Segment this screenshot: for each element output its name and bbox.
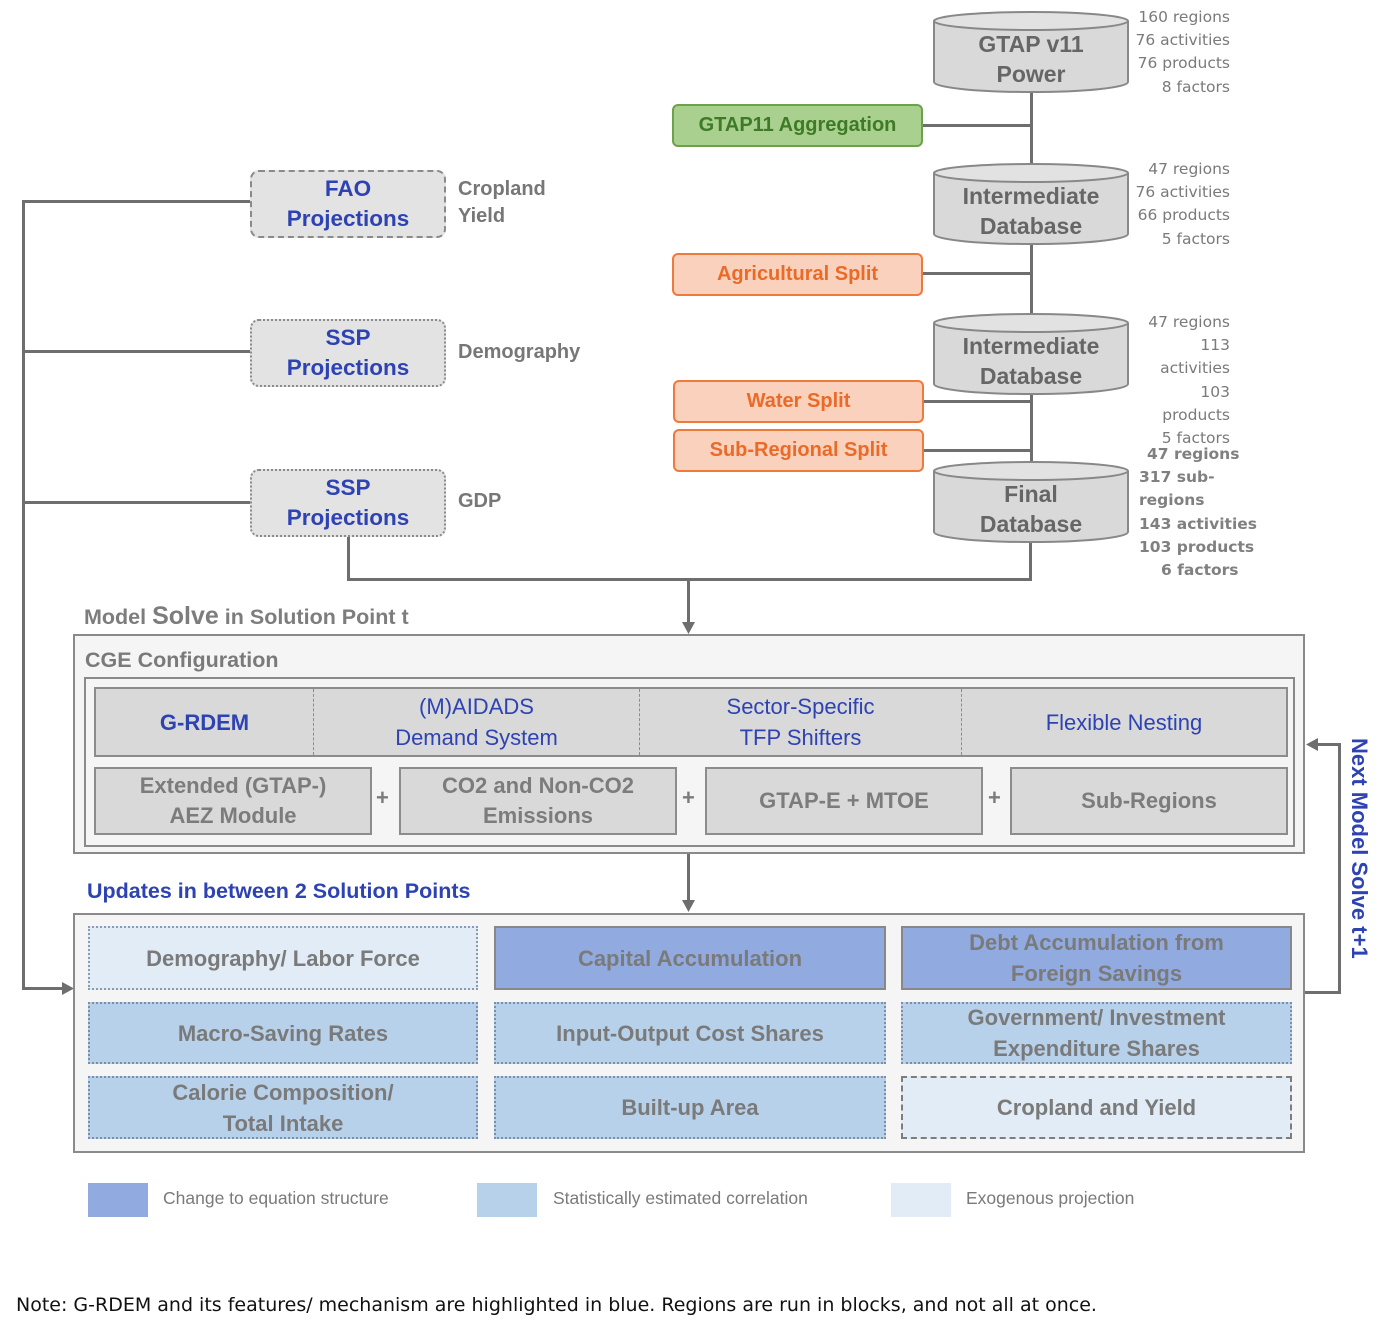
updates-title: Updates in between 2 Solution Points: [87, 879, 471, 903]
database-name-line: Intermediate: [962, 333, 1100, 359]
legend-label-statistical: Statistically estimated correlation: [553, 1188, 808, 1208]
database-stats: 47 regions 317 sub-regions 143 activitie…: [1139, 445, 1257, 580]
update-built-up-area: Built-up Area: [494, 1076, 886, 1139]
aggregation-step: GTAP11 Aggregation: [672, 104, 923, 147]
legend-label-exogenous: Exogenous projection: [966, 1188, 1135, 1208]
database-name-line: Database: [979, 511, 1083, 537]
update-macro-saving: Macro-Saving Rates: [88, 1002, 478, 1064]
updates-frame: Demography/ Labor Force Capital Accumula…: [73, 913, 1305, 1153]
agricultural-split-step: Agricultural Split: [672, 253, 923, 296]
flexible-nesting-cell: Flexible Nesting: [1045, 709, 1203, 735]
model-solve-title: Model Solve in Solution Point t: [84, 602, 409, 630]
agricultural-split-label: Agricultural Split: [716, 263, 879, 285]
database-name-line: Database: [979, 363, 1083, 389]
subregional-split-label: Sub-Regional Split: [709, 439, 888, 461]
plus-sign: +: [682, 785, 695, 810]
database-name-line: Power: [996, 61, 1066, 87]
water-split-step: Water Split: [673, 380, 924, 423]
update-calorie-intake: Calorie Composition/Total Intake: [88, 1076, 478, 1139]
gtap-e-module: GTAP-E + MTOE: [705, 767, 983, 835]
update-io-cost-shares: Input-Output Cost Shares: [494, 1002, 886, 1064]
database-name-line: Intermediate: [962, 183, 1100, 209]
legend-swatch-exogenous: [891, 1183, 951, 1217]
cge-title: CGE Configuration: [85, 648, 279, 672]
plus-sign: +: [376, 785, 389, 810]
update-capital-accumulation: Capital Accumulation: [494, 926, 886, 990]
next-model-solve-label: Next Model Solve t+1: [1347, 738, 1372, 959]
database-name-line: Final: [1004, 481, 1058, 507]
grdem-cell: G-RDEM: [96, 689, 314, 755]
plus-sign: +: [988, 785, 1001, 810]
aez-module: Extended (GTAP-)AEZ Module: [94, 767, 372, 835]
legend-label-equation: Change to equation structure: [163, 1188, 389, 1208]
ssp-gdp-note: GDP: [458, 490, 502, 512]
footnote: Note: G-RDEM and its features/ mechanism…: [16, 1294, 1097, 1316]
ssp-demography-note: Demography: [458, 341, 581, 363]
update-demography-labor: Demography/ Labor Force: [88, 926, 478, 990]
legend-swatch-equation: [88, 1183, 148, 1217]
legend-swatch-statistical: [477, 1183, 537, 1217]
aggregation-label: GTAP11 Aggregation: [698, 114, 897, 136]
database-name-line: GTAP v11: [978, 31, 1084, 57]
database-name-line: Database: [979, 213, 1083, 239]
update-cropland-yield: Cropland and Yield: [901, 1076, 1292, 1139]
subregions-module: Sub-Regions: [1010, 767, 1288, 835]
subregional-split-step: Sub-Regional Split: [673, 429, 924, 472]
water-split-label: Water Split: [746, 390, 851, 412]
